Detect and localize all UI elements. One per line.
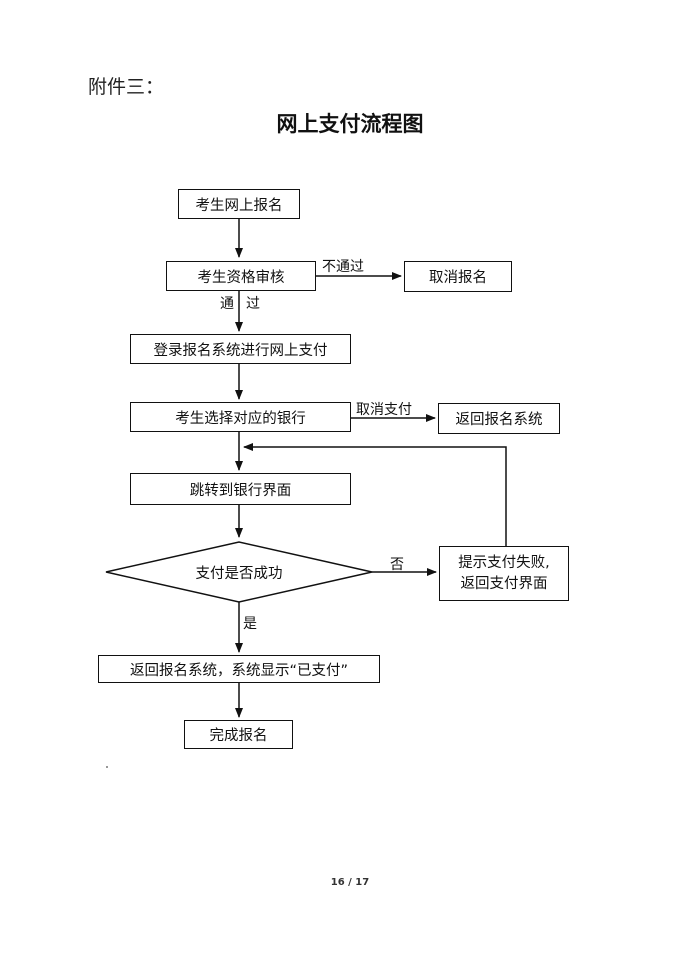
fail-line-1: 提示支付失败,: [458, 554, 550, 571]
box-payment-failed: 提示支付失败, 返回支付界面: [439, 546, 569, 601]
page-title: 网上支付流程图: [276, 112, 424, 136]
box-register: 考生网上报名: [178, 189, 300, 219]
box-cancel-registration: 取消报名: [404, 261, 512, 292]
box-login-pay: 登录报名系统进行网上支付: [130, 334, 351, 364]
decision-diamond: [105, 541, 373, 603]
label-not-pass: 不通过: [322, 259, 364, 275]
page-number: 16 / 17: [330, 877, 370, 888]
label-pass-2: 过: [246, 296, 260, 312]
attachment-label: 附件三：: [88, 76, 165, 98]
fail-line-2: 返回支付界面: [460, 575, 548, 592]
label-cancel-pay: 取消支付: [356, 402, 412, 418]
arrow-fail-loop-back: [243, 443, 507, 546]
label-no: 否: [390, 557, 404, 573]
box-complete: 完成报名: [184, 720, 293, 749]
box-return-system: 返回报名系统: [438, 403, 560, 434]
decision-text: 支付是否成功: [195, 565, 283, 582]
label-yes: 是: [243, 616, 257, 632]
box-qualification: 考生资格审核: [166, 261, 316, 291]
box-return-paid: 返回报名系统，系统显示“已支付”: [98, 655, 380, 683]
box-jump-bank: 跳转到银行界面: [130, 473, 351, 505]
scan-speck: [106, 766, 108, 768]
label-pass-1: 通: [220, 296, 234, 312]
box-choose-bank: 考生选择对应的银行: [130, 402, 351, 432]
